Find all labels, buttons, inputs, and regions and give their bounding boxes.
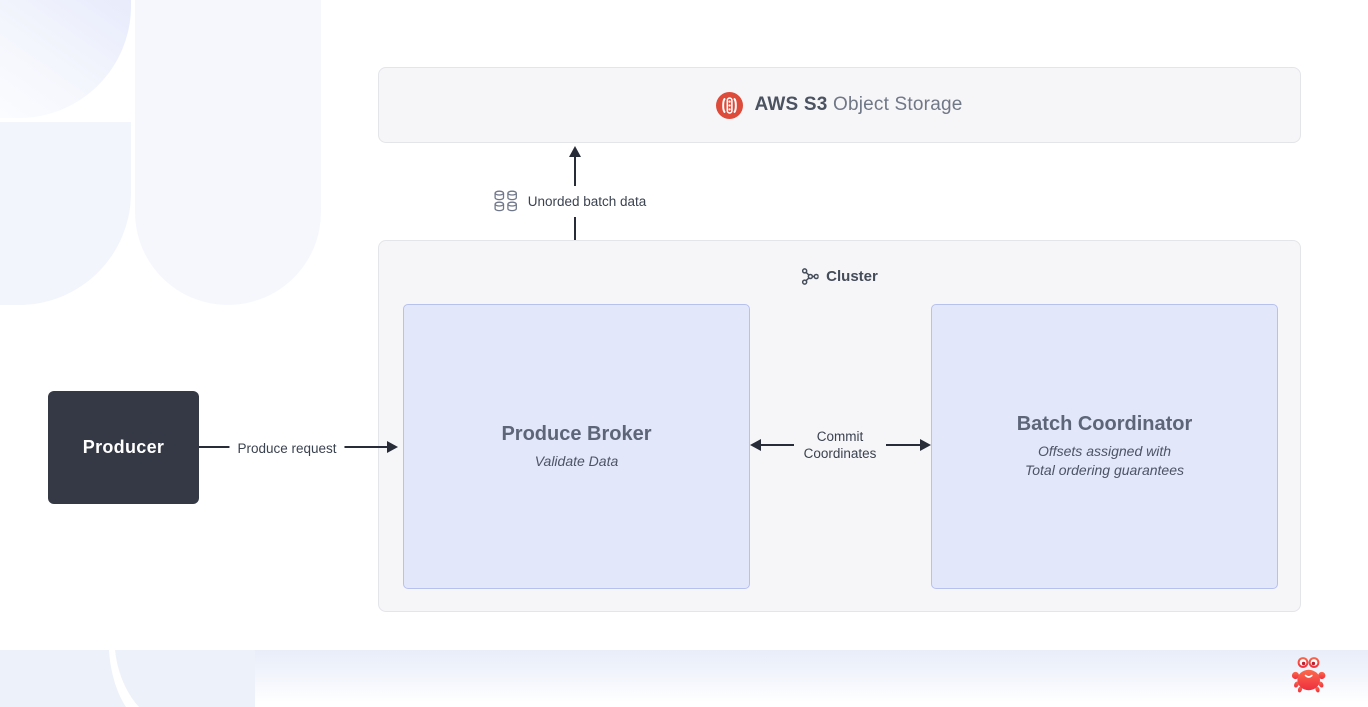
edge-commit-left-line <box>759 444 794 446</box>
decorative-blob-pill <box>135 0 321 305</box>
decorative-blob-top-left <box>0 0 131 118</box>
arrowhead-right <box>920 439 931 451</box>
producer-node: Producer <box>48 391 199 504</box>
batch-coordinator-node: Batch Coordinator Offsets assigned with … <box>931 304 1278 589</box>
produce-broker-title: Produce Broker <box>501 422 652 445</box>
batch-coordinator-title: Batch Coordinator <box>1016 413 1193 435</box>
batch-coordinator-subtitle-line1: Offsets assigned with <box>1037 443 1172 459</box>
cluster-label-text: Cluster <box>826 268 878 285</box>
arrowhead-left <box>750 439 761 451</box>
edge-label-commit-line1: Commit <box>816 429 864 444</box>
produce-broker-node: Produce Broker Validate Data <box>403 304 750 589</box>
database-grid-icon <box>494 190 517 212</box>
edge-label-commit-line2: Coordinates <box>803 446 877 461</box>
edge-label-commit-coordinates: Commit Coordinates <box>804 428 877 462</box>
footer-band-right <box>255 650 1368 707</box>
edge-label-unordered-batch-text: Unorded batch data <box>527 194 647 209</box>
cluster-label: Cluster <box>801 268 878 285</box>
crab-mascot-icon <box>1291 657 1326 693</box>
s3-title-bold: AWS S3 <box>754 94 828 115</box>
s3-title: AWS S3 Object Storage <box>754 94 962 116</box>
edge-label-produce-request: Produce request <box>229 437 345 460</box>
arrowhead-up <box>569 146 581 157</box>
producer-label: Producer <box>82 437 165 457</box>
footer-band-wedge <box>109 650 139 707</box>
edge-label-produce-request-text: Produce request <box>237 441 337 456</box>
cluster-container: Cluster Produce Broker Validate Data Bat… <box>378 240 1301 612</box>
s3-bucket-icon <box>716 91 744 119</box>
decorative-blob-left <box>0 122 131 305</box>
batch-coordinator-subtitle: Offsets assigned with Total ordering gua… <box>1025 442 1184 480</box>
aws-s3-node: AWS S3 Object Storage <box>378 67 1301 143</box>
edge-unordered-batch-line <box>574 154 576 303</box>
edge-commit-right-line <box>886 444 921 446</box>
arrowhead-produce-request <box>387 441 398 453</box>
edge-label-unordered-batch: Unorded batch data <box>485 186 655 217</box>
cluster-nodes-icon <box>801 268 819 285</box>
batch-coordinator-subtitle-line2: Total ordering guarantees <box>1024 462 1185 478</box>
produce-broker-subtitle: Validate Data <box>534 452 619 469</box>
s3-title-rest: Object Storage <box>827 94 963 115</box>
